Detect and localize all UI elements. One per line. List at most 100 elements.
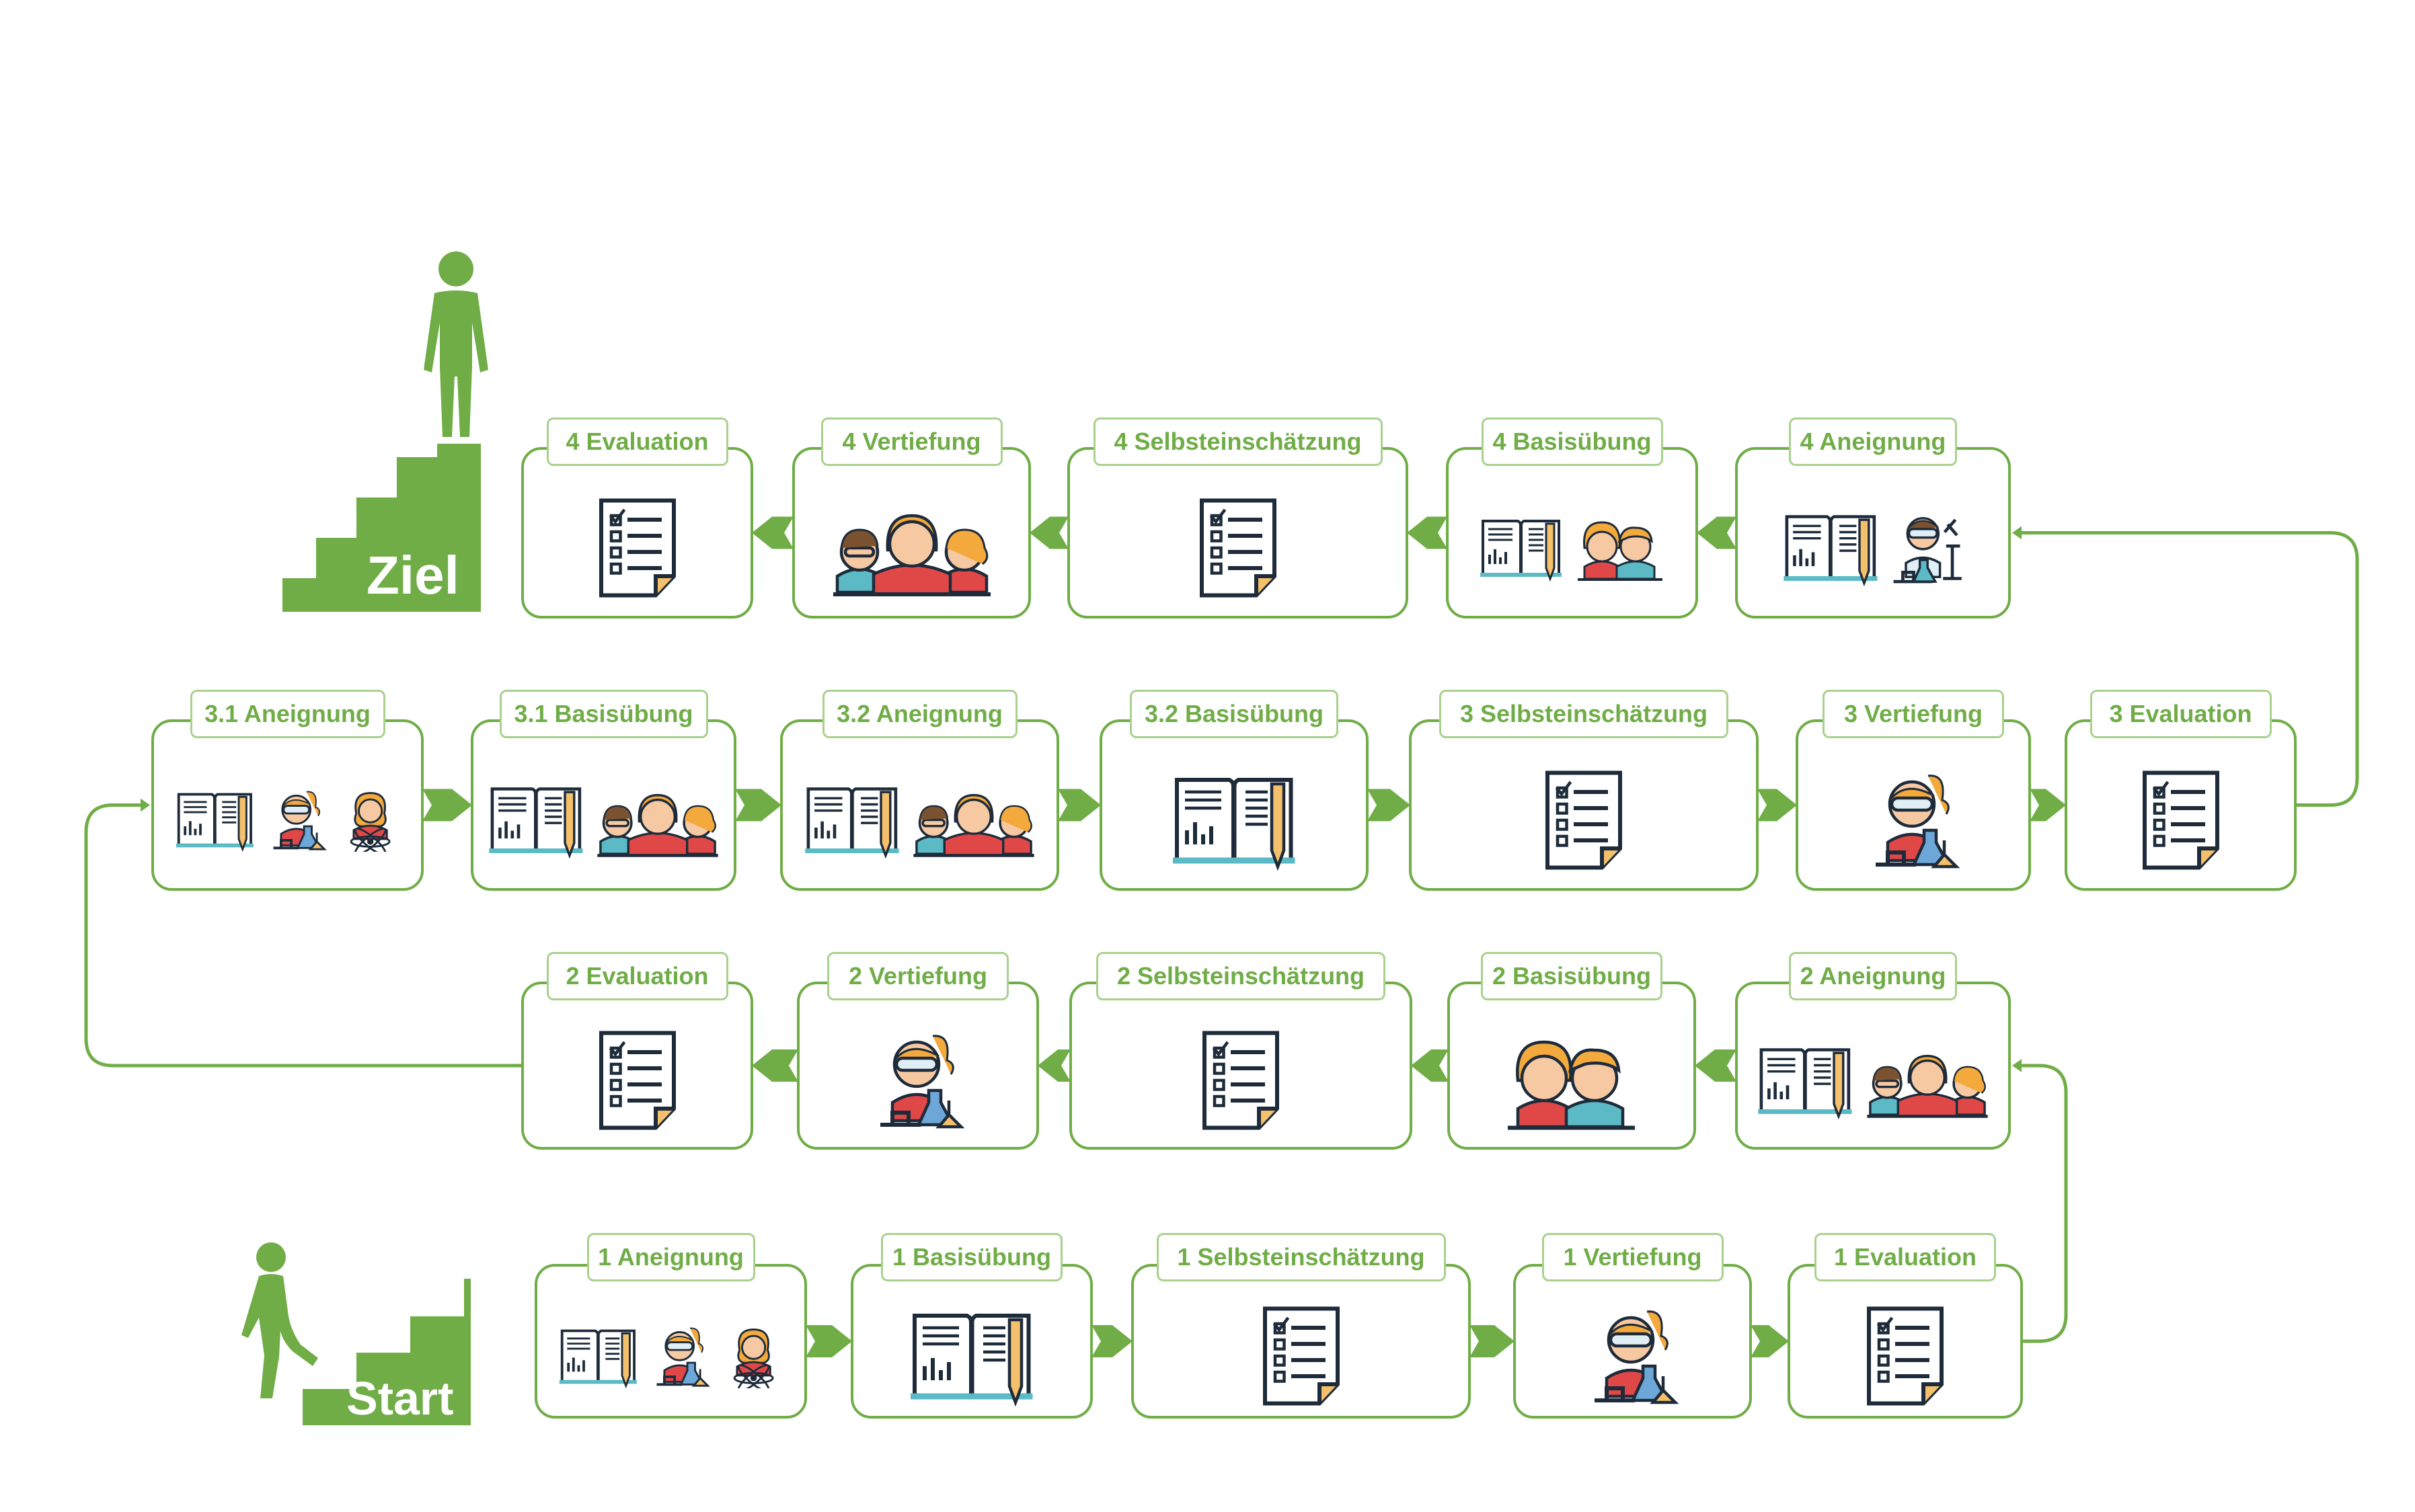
step-icons [1516, 1306, 1749, 1406]
step-label: 2 Aneignung [1789, 952, 1957, 1000]
flow-arrow-left [752, 1049, 798, 1082]
step-box: 4 Vertiefung [792, 417, 1031, 619]
step-icons [1102, 761, 1366, 879]
connector-arrowhead [2012, 1059, 2022, 1072]
step-label: 3.1 Basisübung [499, 690, 708, 738]
book-icon [1757, 1042, 1853, 1119]
step-box: 1 Aneignung [535, 1233, 807, 1419]
scientist-icon [1866, 770, 1962, 871]
step-box: 3.1 Aneignung [151, 690, 424, 891]
step-icons [1134, 1306, 1468, 1406]
flow-arrow-left [1038, 1049, 1071, 1082]
step-label: 4 Aneignung [1789, 417, 1957, 466]
step-box: 2 Basisübung [1447, 952, 1696, 1150]
step-icons [795, 489, 1028, 606]
step-label: 3 Evaluation [2090, 690, 2272, 738]
step-box: 1 Selbsteinschätzung [1131, 1233, 1471, 1419]
group-icon [596, 781, 720, 859]
step-icons [154, 761, 421, 879]
step-label: 4 Evaluation [546, 417, 728, 466]
start-stairs: Start [239, 1237, 481, 1425]
step-icons [800, 1023, 1036, 1138]
step-icons [853, 1306, 1090, 1406]
step-box: 2 Vertiefung [797, 952, 1039, 1150]
stairs-walking-person-icon [241, 1242, 471, 1425]
checklist-icon [597, 498, 678, 598]
flow-arrow-right [1367, 789, 1410, 822]
checklist-icon [597, 1030, 678, 1131]
stairs-standing-person-icon [282, 251, 488, 612]
step-label: 2 Evaluation [546, 952, 728, 1000]
step-label: 1 Aneignung [586, 1233, 755, 1281]
step-label: 2 Vertiefung [827, 952, 1009, 1000]
step-label: 2 Selbsteinschätzung [1096, 952, 1385, 1000]
connector-row2-row3 [84, 803, 521, 1068]
step-box: 3.2 Aneignung [780, 690, 1059, 891]
step-box: 1 Basisübung [851, 1233, 1093, 1419]
step-box: 3 Evaluation [2065, 690, 2297, 891]
flow-arrow-left [1697, 516, 1736, 549]
checklist-icon [1200, 1030, 1281, 1131]
step-box: 3.1 Basisübung [471, 690, 736, 891]
step-icons [2067, 761, 2294, 879]
step-box: 4 Evaluation [521, 417, 753, 619]
goal-label: Ziel [367, 545, 459, 605]
step-box: 3.2 Basisübung [1100, 690, 1369, 891]
book-icon [558, 1324, 638, 1388]
flow-arrow-right [806, 1325, 852, 1357]
book-icon [1479, 514, 1563, 582]
step-icons [524, 1023, 751, 1138]
step-box: 3 Selbsteinschätzung [1409, 690, 1759, 891]
book-icon [1171, 770, 1297, 871]
step-icons [783, 761, 1057, 879]
atom-student-icon [723, 1324, 783, 1388]
step-label: 3 Vertiefung [1823, 690, 2004, 738]
step-label: 4 Vertiefung [820, 417, 1003, 466]
microscope-scientist-icon [1890, 509, 1964, 586]
flow-arrow-left [1030, 516, 1069, 549]
atom-student-icon [340, 788, 400, 852]
flow-arrow-left [1407, 516, 1447, 549]
step-label: 1 Evaluation [1814, 1233, 1996, 1281]
step-box: 4 Selbsteinschätzung [1067, 417, 1408, 619]
flow-arrow-right [735, 789, 781, 822]
book-icon [804, 781, 900, 859]
flow-arrow-right [1751, 1325, 1789, 1357]
flow-arrow-right [2030, 789, 2066, 822]
step-label: 3 Selbsteinschätzung [1439, 690, 1728, 738]
step-label: 3.2 Aneignung [822, 690, 1018, 738]
step-box: 1 Vertiefung [1513, 1233, 1752, 1419]
flow-arrow-left [752, 516, 794, 549]
step-icons [537, 1306, 804, 1406]
step-box: 2 Selbsteinschätzung [1069, 952, 1412, 1150]
step-icons [1738, 489, 2008, 606]
step-box: 2 Aneignung [1735, 952, 2011, 1150]
pair-icon [1504, 1030, 1640, 1131]
group-icon [831, 498, 993, 598]
step-label: 2 Basisübung [1481, 952, 1662, 1000]
step-icons [1790, 1306, 2020, 1406]
step-box: 4 Aneignung [1735, 417, 2011, 619]
flow-arrow-right [1091, 1325, 1133, 1357]
step-icons [1738, 1023, 2008, 1138]
checklist-icon [1198, 498, 1278, 598]
connector-row1-row2 [2020, 1064, 2068, 1343]
book-icon [909, 1306, 1035, 1406]
step-label: 1 Basisübung [881, 1233, 1063, 1281]
step-label: 3.2 Basisübung [1130, 690, 1338, 738]
start-label: Start [346, 1372, 454, 1425]
step-icons [1070, 489, 1406, 606]
connector-arrowhead [141, 798, 150, 812]
scientist-icon [870, 1030, 966, 1131]
flow-arrow-right [1757, 789, 1797, 822]
step-box: 2 Evaluation [521, 952, 753, 1150]
step-icons [1450, 1023, 1693, 1138]
goal-stairs: Ziel [282, 249, 498, 612]
step-icons [1798, 761, 2028, 879]
step-box: 1 Evaluation [1788, 1233, 2023, 1419]
group-icon [1866, 1042, 1989, 1119]
scientist-icon [267, 788, 328, 852]
checklist-icon [2141, 770, 2221, 871]
step-icons [473, 761, 734, 879]
